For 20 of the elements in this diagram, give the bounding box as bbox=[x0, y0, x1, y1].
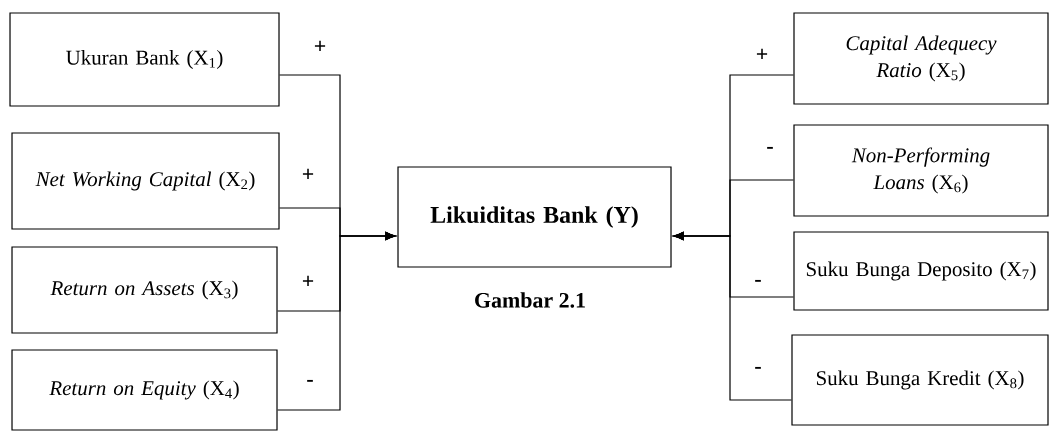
variable-box: Non-Performing Loans (X$_{6}$) bbox=[793, 124, 1049, 217]
arrow bbox=[673, 231, 792, 401]
edge-label: + bbox=[756, 48, 768, 59]
variable-box: Ukuran Bank (X$_{1}$) bbox=[9, 12, 280, 107]
variable-box: Capital Adequecy Ratio (X$_{5}$) bbox=[793, 12, 1049, 105]
edge-label: - bbox=[755, 279, 761, 282]
variable-box: Suku Bunga Deposito (X$_{7}$) bbox=[793, 231, 1049, 311]
variable-box: Net Working Capital (X$_{2}$) bbox=[11, 132, 280, 230]
variable-box: Return on Equity (X$_{4}$) bbox=[11, 349, 278, 431]
edge-label: + bbox=[302, 168, 314, 179]
result-box: Likuiditas Bank (Y) bbox=[397, 166, 672, 268]
edge-label: - bbox=[767, 146, 773, 149]
edge-label: - bbox=[755, 366, 761, 369]
variable-box: Return on Assets (X$_{3}$) bbox=[11, 246, 278, 334]
edge-label: + bbox=[302, 275, 314, 286]
edge-label: - bbox=[307, 379, 313, 382]
edge-label: + bbox=[314, 40, 326, 51]
caption: Gambar 2.1 bbox=[475, 292, 585, 308]
variable-box: Suku Bunga Kredit (X$_{8}$) bbox=[791, 334, 1049, 426]
arrow bbox=[277, 231, 396, 411]
